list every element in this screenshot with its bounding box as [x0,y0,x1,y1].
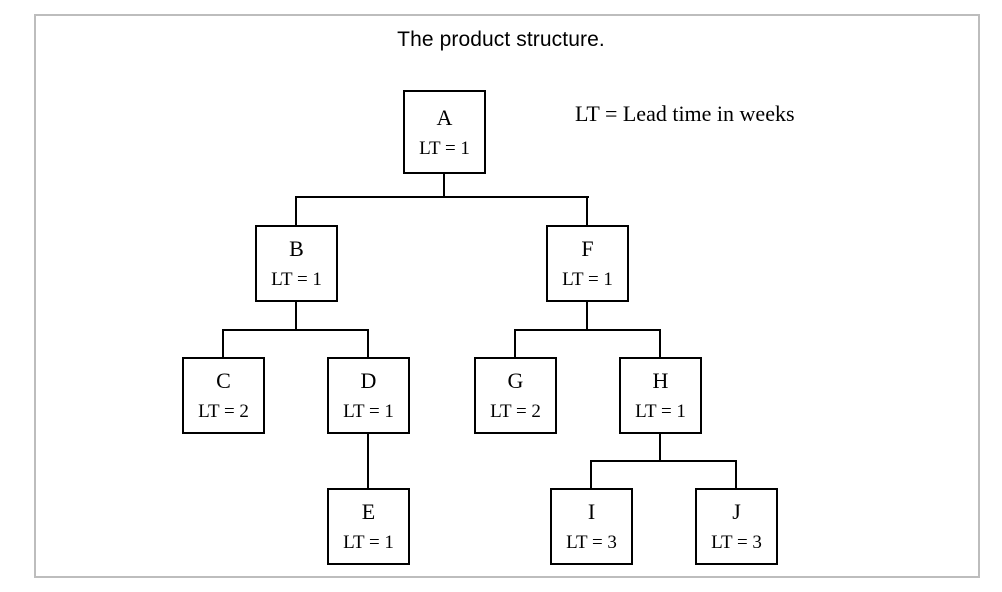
node-c-code: C [216,368,231,393]
edge-f-to-g [514,329,516,358]
node-j-code: J [732,499,741,524]
node-j[interactable]: J LT = 3 [695,488,778,565]
node-h-lead-time: LT = 1 [635,401,686,422]
node-d[interactable]: D LT = 1 [327,357,410,434]
edge-a-bus [295,196,589,198]
node-j-lead-time: LT = 3 [711,532,762,553]
node-f-lead-time: LT = 1 [562,269,613,290]
edge-b-to-d [367,329,369,358]
edge-b-bus [222,329,369,331]
edge-h-to-i [590,460,592,489]
node-a[interactable]: A LT = 1 [403,90,486,174]
node-f[interactable]: F LT = 1 [546,225,629,302]
edge-h-to-j [735,460,737,489]
edge-b-to-c [222,329,224,358]
node-e[interactable]: E LT = 1 [327,488,410,565]
node-g-code: G [507,368,524,393]
edge-f-bus [514,329,661,331]
node-i-lead-time: LT = 3 [566,532,617,553]
legend-lead-time: LT = Lead time in weeks [575,101,795,126]
node-b-lead-time: LT = 1 [271,269,322,290]
node-g[interactable]: G LT = 2 [474,357,557,434]
edge-d-to-e [367,432,369,489]
edge-b-stem [295,301,297,331]
node-c-lead-time: LT = 2 [198,401,249,422]
figure-frame [34,14,980,578]
node-b[interactable]: B LT = 1 [255,225,338,302]
node-h-code: H [652,368,669,393]
edge-h-bus [590,460,737,462]
edge-f-stem [586,301,588,331]
node-b-code: B [289,236,304,261]
node-i-code: I [587,499,596,524]
node-d-code: D [360,368,377,393]
figure-title: The product structure. [397,28,605,51]
node-d-lead-time: LT = 1 [343,401,394,422]
node-i[interactable]: I LT = 3 [550,488,633,565]
node-c[interactable]: C LT = 2 [182,357,265,434]
edge-a-to-f [586,196,588,227]
node-e-code: E [361,499,376,524]
edge-h-stem [659,432,661,462]
node-h[interactable]: H LT = 1 [619,357,702,434]
node-e-lead-time: LT = 1 [343,532,394,553]
node-g-lead-time: LT = 2 [490,401,541,422]
node-a-code: A [436,104,453,130]
edge-f-to-h [659,329,661,358]
node-f-code: F [581,236,594,261]
edge-a-to-b [295,196,297,227]
edge-a-stem [443,173,445,198]
node-a-lead-time: LT = 1 [419,137,470,159]
